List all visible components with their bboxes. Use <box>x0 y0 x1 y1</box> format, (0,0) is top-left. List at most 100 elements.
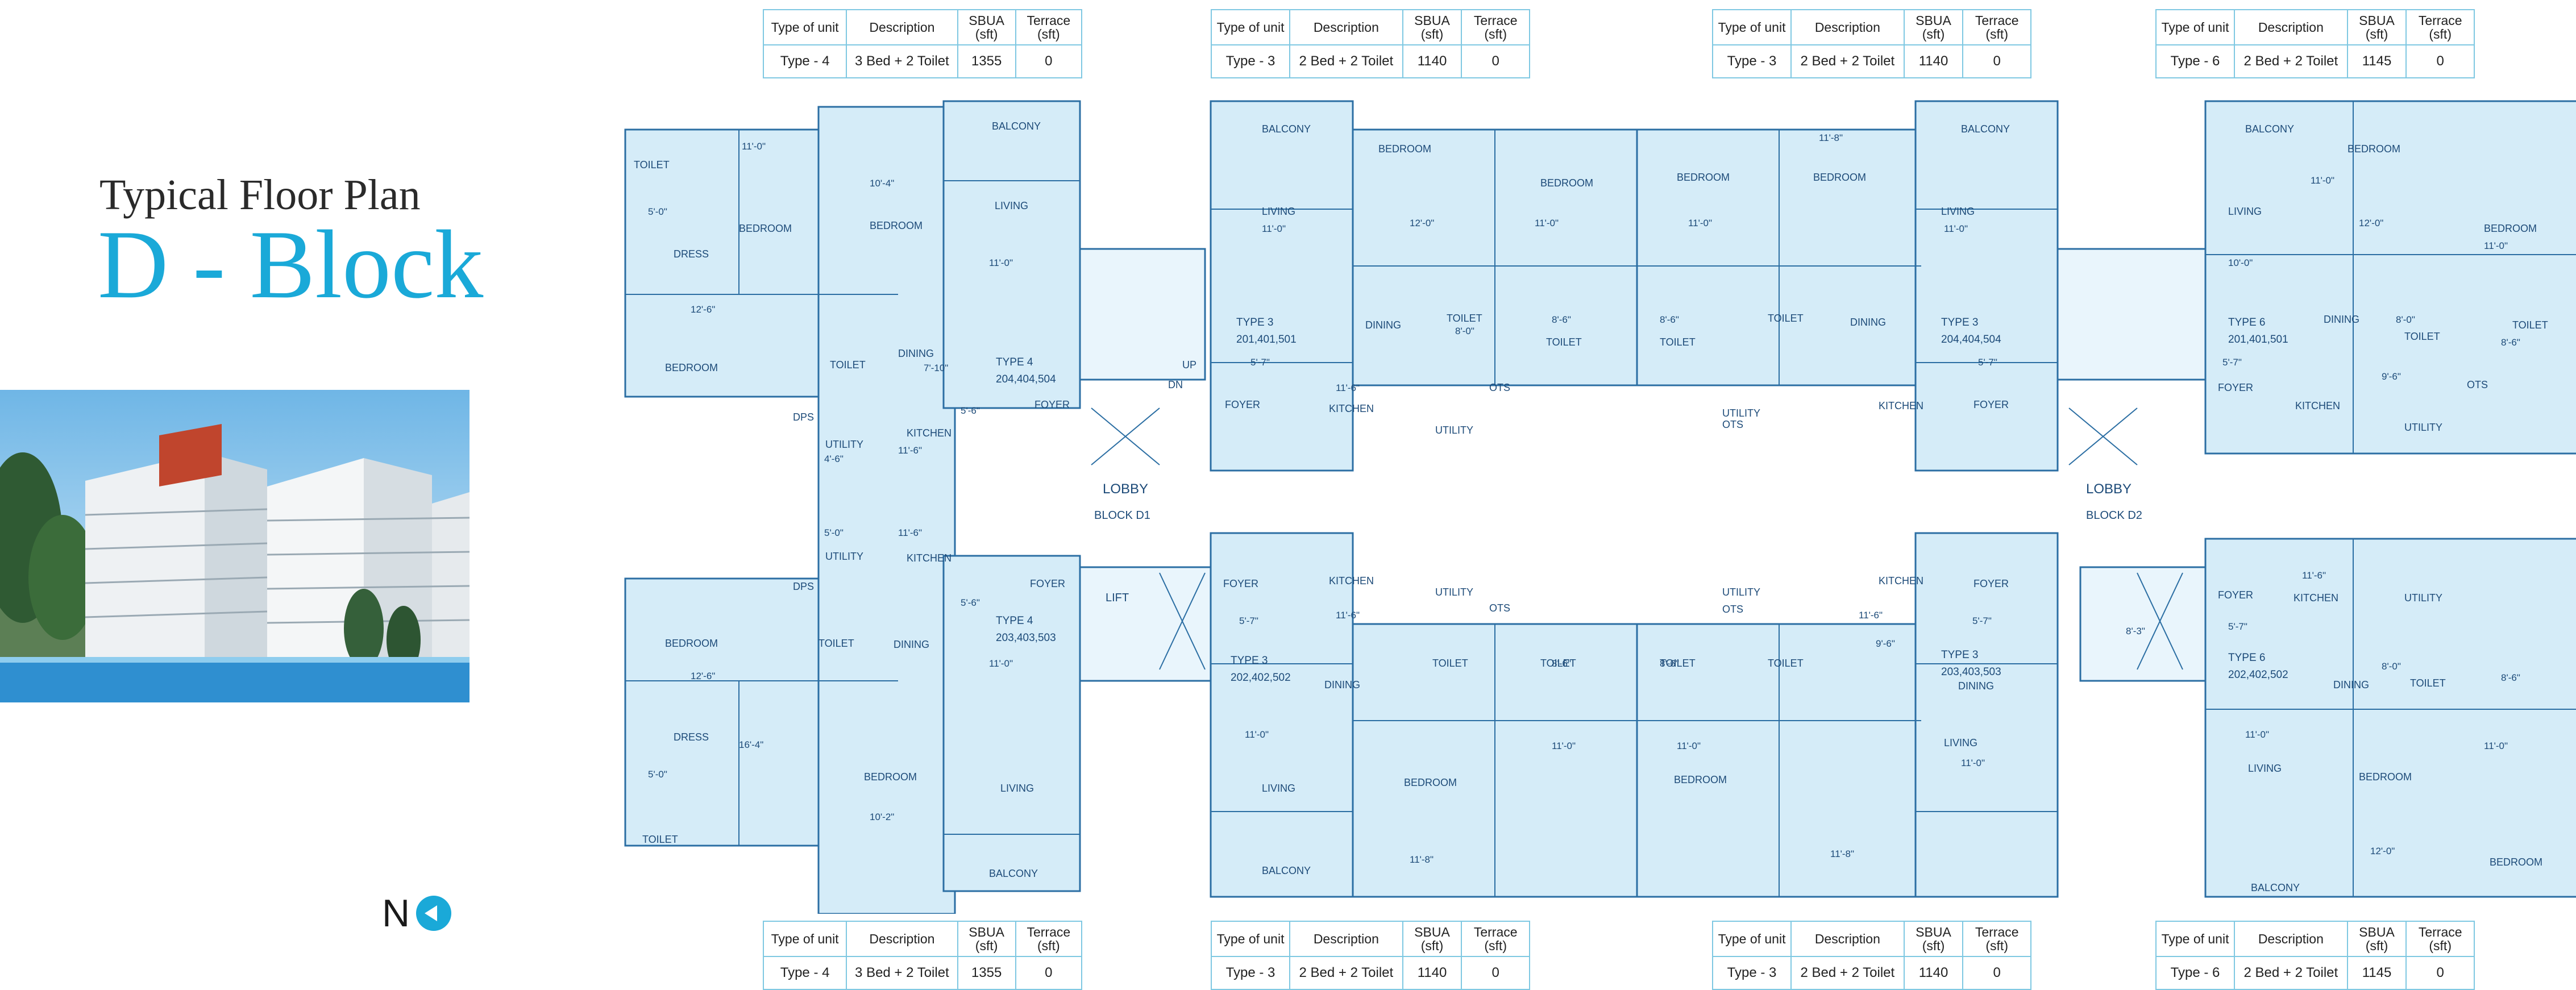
type3-d-units: 203,403,503 <box>1941 666 2001 678</box>
room-dining: DINING <box>2324 314 2359 325</box>
room-foyer: FOYER <box>1973 578 2009 589</box>
dimension-label: 11'-6" <box>1336 382 1360 393</box>
type4-b-label: TYPE 4 <box>996 615 1033 627</box>
type3-b-units: 202,402,502 <box>1231 672 1291 684</box>
dimension-label: 11'-0" <box>2311 175 2334 186</box>
room-foyer: FOYER <box>2218 382 2253 393</box>
room-utility: UTILITY <box>1722 586 1760 598</box>
room-foyer: FOYER <box>1973 399 2009 410</box>
room-living: LIVING <box>1941 206 1975 217</box>
room-balcony: BALCONY <box>2251 882 2300 893</box>
block-d1-label: BLOCK D1 <box>1094 509 1150 522</box>
room-foyer: FOYER <box>1225 399 1260 410</box>
dimension-label: 5'-7" <box>1250 357 1270 368</box>
stair-dn-label: DN <box>1168 379 1183 390</box>
dimension-label: 8'-0" <box>2382 661 2401 672</box>
dimension-label: 5'-6" <box>961 405 980 416</box>
dimension-label: 5'-0" <box>824 527 844 538</box>
room-ots: OTS <box>2467 379 2488 390</box>
dimension-label: 5'-7" <box>2222 357 2242 368</box>
room-toilet: TOILET <box>1768 313 1804 324</box>
type6-b-label: TYPE 6 <box>2228 652 2265 664</box>
stair-up-label: UP <box>1182 359 1196 371</box>
room-toilet: TOILET <box>1447 313 1482 324</box>
dimension-label: 11'-0" <box>1944 223 1968 234</box>
room-bedroom: BEDROOM <box>1674 774 1727 785</box>
dimension-label: 12'-6" <box>691 304 715 315</box>
room-bedroom: BEDROOM <box>1540 177 1593 189</box>
dimension-label: 11'-6" <box>1336 610 1360 621</box>
room-bedroom: BEDROOM <box>2359 771 2412 783</box>
room-utility: UTILITY <box>2404 592 2442 604</box>
room-toilet: TOILET <box>1546 336 1582 348</box>
room-foyer: FOYER <box>1223 578 1258 589</box>
room-dining: DINING <box>894 639 929 650</box>
dimension-label: 11'-6" <box>1859 610 1883 621</box>
dimension-label: 11'-0" <box>989 658 1013 669</box>
dimension-label: 11'-0" <box>1262 223 1286 234</box>
room-dining: DINING <box>1958 680 1994 692</box>
lift-label: LIFT <box>1106 592 1129 604</box>
room-toilet: TOILET <box>642 834 678 845</box>
room-kitchen: KITCHEN <box>907 552 952 564</box>
dimension-label: 12'-6" <box>691 671 715 681</box>
room-living: LIVING <box>1262 206 1295 217</box>
room-bedroom: BEDROOM <box>2484 223 2537 234</box>
room-ots: OTS <box>1722 419 1743 430</box>
north-label: N <box>382 892 410 935</box>
room-ots: OTS <box>1489 602 1510 614</box>
room-toilet: TOILET <box>830 359 866 371</box>
room-kitchen: KITCHEN <box>2295 400 2340 411</box>
room-bedroom: BEDROOM <box>739 223 792 234</box>
room-living: LIVING <box>995 200 1028 211</box>
type4-a-units: 204,404,504 <box>996 373 1056 385</box>
dimension-label: 5'-0" <box>648 769 667 780</box>
dimension-label: 11'-0" <box>2484 741 2508 751</box>
room-kitchen: KITCHEN <box>1329 403 1374 414</box>
room-living: LIVING <box>1000 783 1034 794</box>
room-foyer: FOYER <box>1030 578 1065 589</box>
room-dress: DRESS <box>674 248 709 260</box>
dimension-label: 11'-0" <box>1245 729 1269 740</box>
dimension-label: 8'-0" <box>2396 314 2415 325</box>
dimension-label: 12'-0" <box>2359 218 2383 228</box>
room-living: LIVING <box>1262 783 1295 794</box>
room-toilet: TOILET <box>1768 658 1804 669</box>
room-toilet: TOILET <box>818 638 854 649</box>
room-balcony: BALCONY <box>1262 865 1311 876</box>
dimension-label: 11'-0" <box>1688 218 1712 228</box>
room-ots: OTS <box>1722 604 1743 615</box>
dimension-label: 5'-6" <box>961 597 980 608</box>
floor-plan-drawing: LOBBY BLOCK D1 LOBBY BLOCK D2 LIFT UP DN… <box>624 100 2576 914</box>
type3-a-label: TYPE 3 <box>1236 317 1273 328</box>
room-toilet: TOILET <box>1660 336 1696 348</box>
room-utility: UTILITY <box>2404 422 2442 433</box>
room-utility: UTILITY <box>825 551 863 562</box>
room-bedroom: BEDROOM <box>665 638 718 649</box>
room-kitchen: KITCHEN <box>1879 400 1923 411</box>
dimension-label: 8'-6" <box>2501 337 2520 348</box>
dimension-label: 8'-6" <box>1552 314 1571 325</box>
type4-b-units: 203,403,503 <box>996 632 1056 644</box>
dimension-label: 9'-6" <box>1876 638 1895 649</box>
room-balcony: BALCONY <box>2245 123 2294 135</box>
room-bedroom: BEDROOM <box>1813 172 1866 183</box>
room-living: LIVING <box>2228 206 2262 217</box>
dimension-label: 10'-2" <box>870 812 894 822</box>
north-arrow-icon: N <box>382 891 451 937</box>
dimension-label: 11'-0" <box>1677 741 1701 751</box>
type6-b-units: 202,402,502 <box>2228 669 2288 681</box>
room-toilet: TOILET <box>1660 658 1696 669</box>
dimension-label: 10'-4" <box>870 178 894 189</box>
type3-a-units: 201,401,501 <box>1236 334 1297 346</box>
room-foyer: FOYER <box>1034 399 1070 410</box>
room-living: LIVING <box>2248 763 2282 774</box>
room-balcony: BALCONY <box>989 868 1038 879</box>
room-foyer: FOYER <box>2218 589 2253 601</box>
